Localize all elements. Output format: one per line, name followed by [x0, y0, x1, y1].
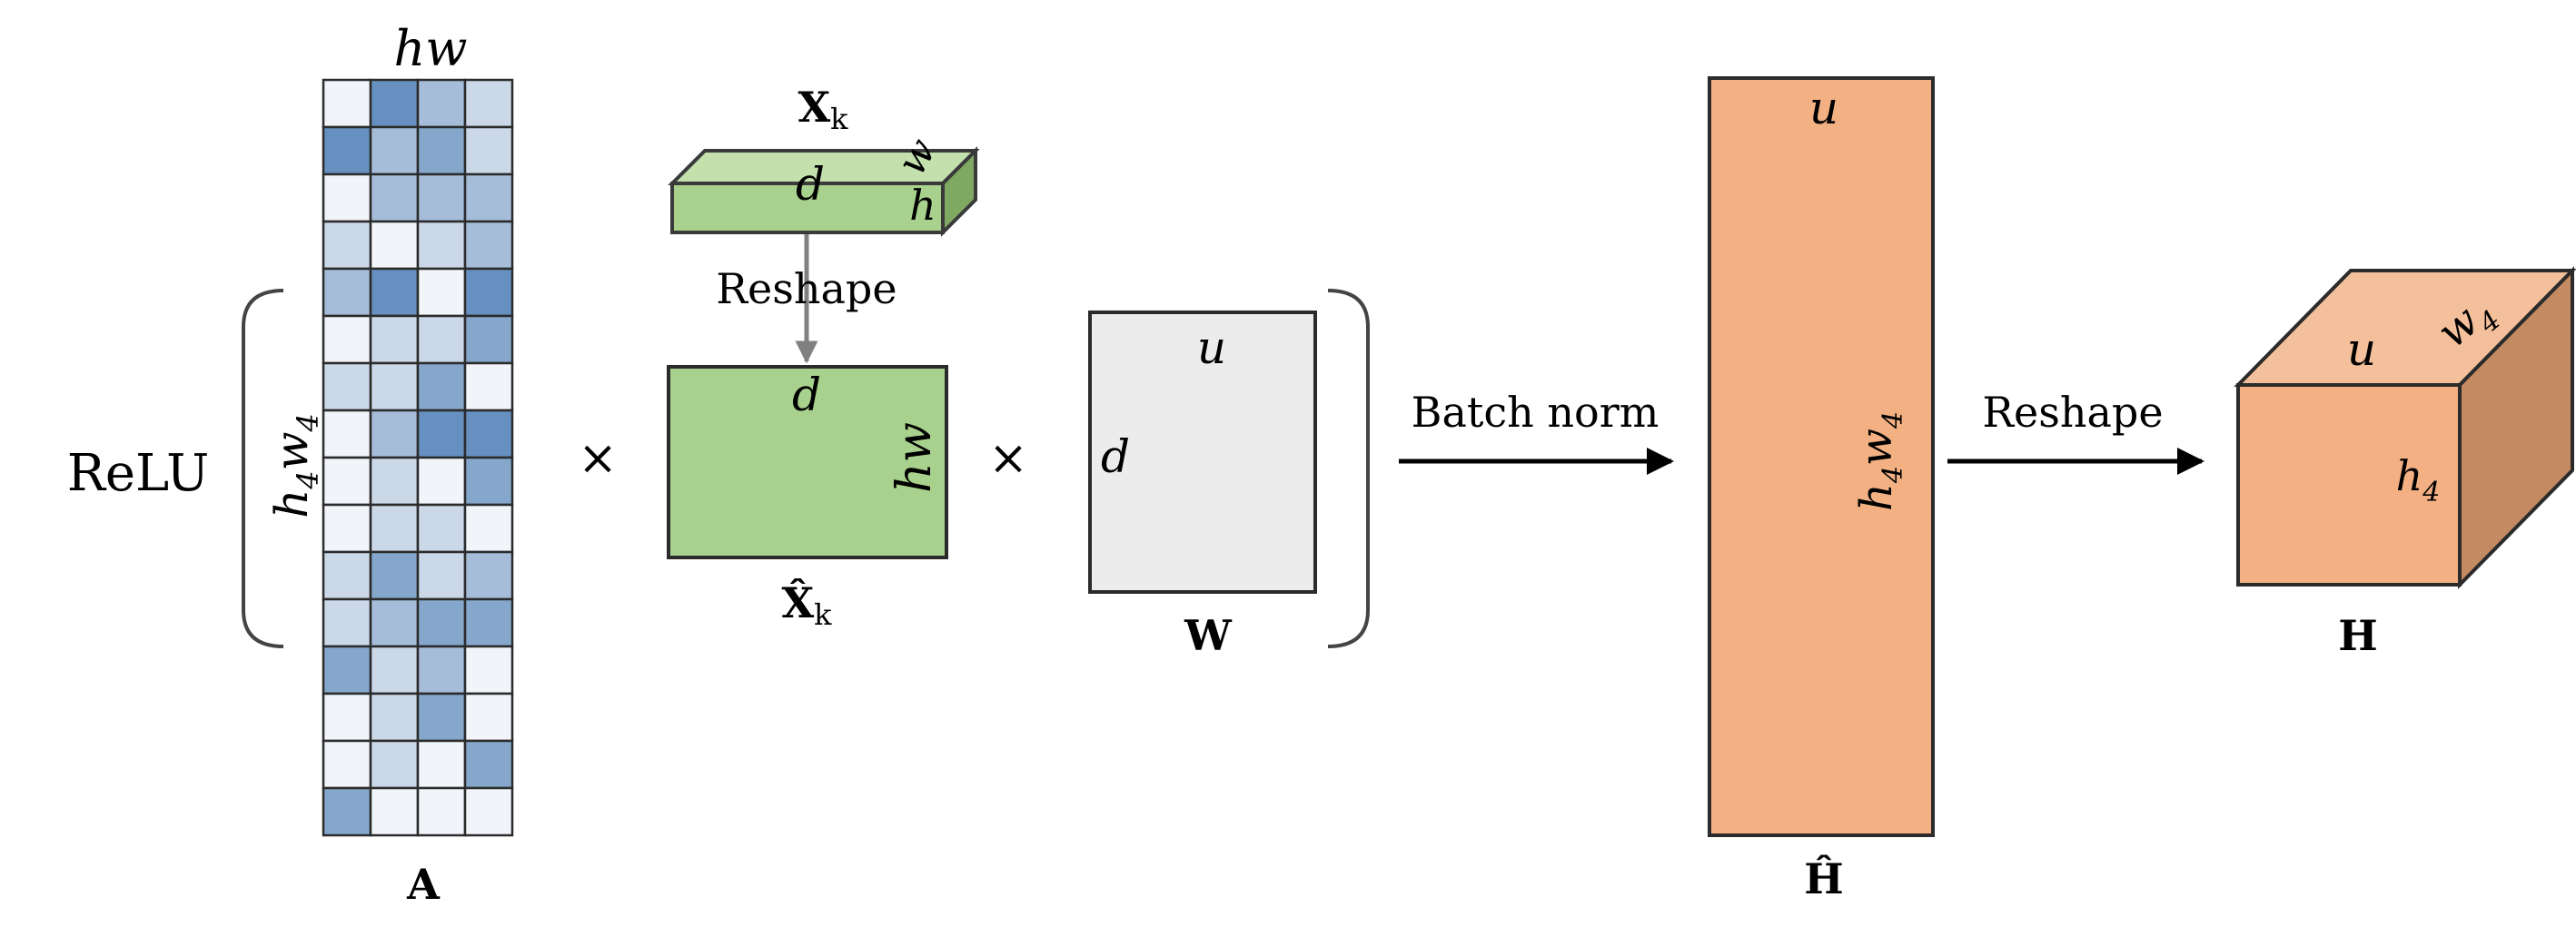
matrix-a-cell	[369, 125, 420, 176]
matrix-a-cell	[322, 692, 372, 743]
matrix-a-cell	[322, 78, 372, 129]
matrix-a-cell	[463, 361, 514, 412]
matrix-a-cell	[369, 786, 420, 837]
xk-tensor-block	[668, 146, 980, 237]
matrix-a-cell	[369, 314, 420, 365]
matrix-a-cell	[416, 739, 467, 790]
matrix-a-cell	[416, 220, 467, 271]
matrix-a-cell	[416, 173, 467, 223]
matrix-a-cell	[322, 220, 372, 271]
w-u-label: u	[1197, 321, 1226, 374]
matrix-a-cell	[416, 597, 467, 648]
matrix-a-cell	[322, 597, 372, 648]
xk-d-label: d	[796, 158, 825, 211]
matrix-a-cell	[463, 125, 514, 176]
matrix-a-cell	[322, 409, 372, 459]
matrix-a-cell	[463, 220, 514, 271]
reshape-down-label: Reshape	[716, 264, 897, 313]
matrix-a-cell	[463, 267, 514, 318]
matrix-a-cell	[369, 550, 420, 601]
matrix-a-cell	[369, 692, 420, 743]
xk-name: Xk	[798, 83, 848, 136]
matrix-a-cell	[322, 267, 372, 318]
matrix-a-name: A	[406, 860, 441, 909]
h-hat-h4w4-label: h4w4	[1851, 411, 1909, 511]
multiply-symbol-1: ×	[578, 431, 618, 486]
h-hat-u-label: u	[1809, 82, 1838, 134]
matrix-a-cell	[463, 173, 514, 223]
matrix-a-cell	[416, 125, 467, 176]
matrix-a-cell	[416, 503, 467, 554]
matrix-a-cell	[322, 550, 372, 601]
matrix-a-cell	[369, 456, 420, 507]
matrix-a-cell	[322, 314, 372, 365]
matrix-a-cell	[463, 314, 514, 365]
matrix-a-cell	[416, 314, 467, 365]
h-cube-name: H	[2338, 611, 2377, 660]
matrix-a-cell	[322, 456, 372, 507]
h-cube-front-face	[2236, 383, 2462, 587]
matrix-a-cell	[369, 645, 420, 695]
attention-matrix-a	[322, 78, 514, 837]
matrix-a-cell	[369, 409, 420, 459]
matrix-a-cell	[322, 739, 372, 790]
h-hat-matrix	[1708, 76, 1935, 837]
w-name: W	[1184, 611, 1233, 660]
matrix-a-cell	[322, 173, 372, 223]
xk-hat-matrix	[667, 365, 948, 559]
matrix-a-cell	[416, 267, 467, 318]
matrix-a-cell	[369, 739, 420, 790]
xk-hat-name: X̂k	[781, 578, 832, 632]
matrix-a-cell	[416, 692, 467, 743]
matrix-a-cell	[322, 125, 372, 176]
matrix-a-cell	[463, 692, 514, 743]
xk-hat-d-label: d	[792, 369, 821, 421]
left-bracket	[242, 289, 284, 648]
h-cube-h4-label: h4	[2396, 451, 2441, 508]
matrix-a-cell	[463, 409, 514, 459]
w-d-label: d	[1101, 430, 1130, 483]
matrix-a-cell	[416, 456, 467, 507]
matrix-a-cell	[369, 361, 420, 412]
reshape-right-label: Reshape	[1982, 388, 2163, 437]
matrix-a-cell	[369, 220, 420, 271]
matrix-a-col-label: hw	[394, 20, 468, 77]
matrix-a-cell	[322, 645, 372, 695]
matrix-a-cell	[416, 409, 467, 459]
right-bracket	[1327, 289, 1370, 648]
matrix-a-cell	[416, 78, 467, 129]
xk-front-face	[670, 182, 945, 234]
matrix-a-cell	[463, 786, 514, 837]
matrix-a-cell	[463, 503, 514, 554]
matrix-a-cell	[322, 361, 372, 412]
w-matrix	[1088, 311, 1317, 594]
matrix-a-cell	[463, 550, 514, 601]
h-hat-name: Ĥ	[1804, 853, 1843, 903]
matrix-a-cell	[369, 597, 420, 648]
h-cube-u-label: u	[2347, 323, 2376, 376]
multiply-symbol-2: ×	[988, 431, 1028, 486]
matrix-a-cell	[463, 78, 514, 129]
matrix-a-cell	[416, 645, 467, 695]
matrix-a-cell	[369, 503, 420, 554]
xk-h-label: h	[909, 181, 936, 230]
matrix-a-cell	[322, 503, 372, 554]
matrix-a-cell	[463, 645, 514, 695]
matrix-a-cell	[416, 361, 467, 412]
matrix-a-cell	[369, 173, 420, 223]
matrix-a-cell	[463, 739, 514, 790]
matrix-a-cell	[416, 550, 467, 601]
matrix-a-cell	[416, 786, 467, 837]
relu-label: ReLU	[67, 444, 210, 503]
matrix-a-row-label: h4w4	[265, 413, 325, 518]
xk-hat-hw-label: hw	[887, 422, 942, 493]
h-output-cube	[2234, 266, 2576, 589]
batch-norm-label: Batch norm	[1412, 388, 1660, 437]
matrix-a-cell	[369, 267, 420, 318]
matrix-a-cell	[463, 456, 514, 507]
matrix-a-cell	[322, 786, 372, 837]
matrix-a-cell	[463, 597, 514, 648]
matrix-a-cell	[369, 78, 420, 129]
